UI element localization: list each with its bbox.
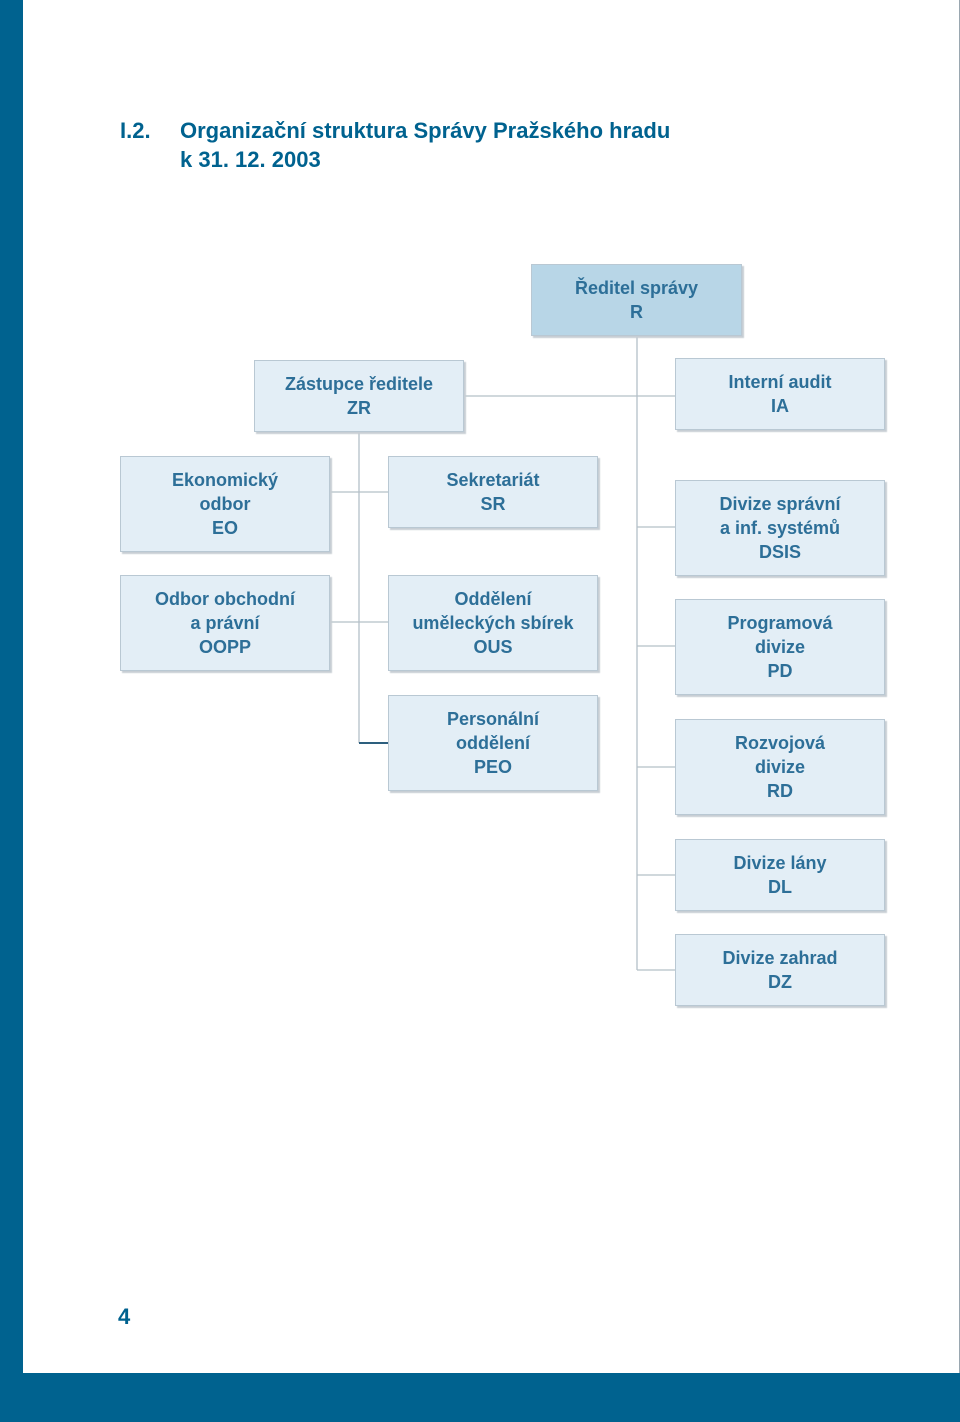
left-margin-bar (0, 0, 23, 1422)
unit-line: Ekonomický (171, 470, 279, 490)
unit-code: EO (211, 518, 238, 538)
bottom-margin-bar (23, 1373, 960, 1422)
division-line: Divize správní (719, 494, 841, 514)
division-box-rd: Rozvojová divize RD (675, 719, 885, 815)
division-line: divize (754, 757, 806, 777)
division-code: PD (767, 661, 793, 681)
audit-code: IA (771, 396, 789, 416)
unit-line: oddělení (455, 733, 530, 753)
division-box-pd: Programová divize PD (675, 599, 885, 695)
division-line: divize (754, 637, 806, 657)
division-line: Rozvojová (734, 733, 826, 753)
unit-code: PEO (473, 757, 512, 777)
division-line: Programová (727, 613, 833, 633)
unit-line: Odbor obchodní (155, 589, 295, 609)
section-number: I.2. (120, 118, 151, 143)
unit-line: Oddělení (454, 589, 532, 609)
unit-line: Personální (446, 709, 540, 729)
division-box-dl: Divize lány DL (675, 839, 885, 911)
division-box-dz: Divize zahrad DZ (675, 934, 885, 1006)
deputy-code: ZR (347, 398, 371, 418)
division-code: DL (768, 877, 792, 897)
page-number: 4 (118, 1304, 131, 1329)
deputy-title: Zástupce ředitele (284, 374, 434, 394)
audit-box: Interní audit IA (675, 358, 885, 430)
division-line: a inf. systémů (719, 518, 841, 538)
director-code: R (630, 302, 643, 322)
audit-title: Interní audit (728, 372, 832, 392)
deputy-box: Zástupce ředitele ZR (254, 360, 464, 432)
director-box: Ředitel správy R (531, 264, 742, 336)
unit-box-eo: Ekonomický odbor EO (120, 456, 330, 552)
unit-code: SR (480, 494, 506, 514)
unit-box-oopp: Odbor obchodní a právní OOPP (120, 575, 330, 671)
unit-code: OUS (473, 637, 513, 657)
unit-line: Sekretariát (446, 470, 540, 490)
section-date: k 31. 12. 2003 (180, 147, 321, 172)
unit-box-peo: Personální oddělení PEO (388, 695, 598, 791)
division-line: Divize zahrad (722, 948, 838, 968)
section-title: Organizační struktura Správy Pražského h… (180, 118, 671, 143)
division-code: RD (767, 781, 793, 801)
division-line: Divize lány (733, 853, 827, 873)
division-code: DZ (768, 972, 792, 992)
director-title: Ředitel správy (574, 278, 699, 298)
unit-box-ous: Oddělení uměleckých sbírek OUS (388, 575, 598, 671)
unit-line: odbor (199, 494, 251, 514)
unit-line: a právní (190, 613, 260, 633)
division-box-dsis: Divize správní a inf. systémů DSIS (675, 480, 885, 576)
unit-code: OOPP (198, 637, 251, 657)
division-code: DSIS (758, 542, 801, 562)
unit-line: uměleckých sbírek (412, 613, 574, 633)
unit-box-sr: Sekretariát SR (388, 456, 598, 528)
